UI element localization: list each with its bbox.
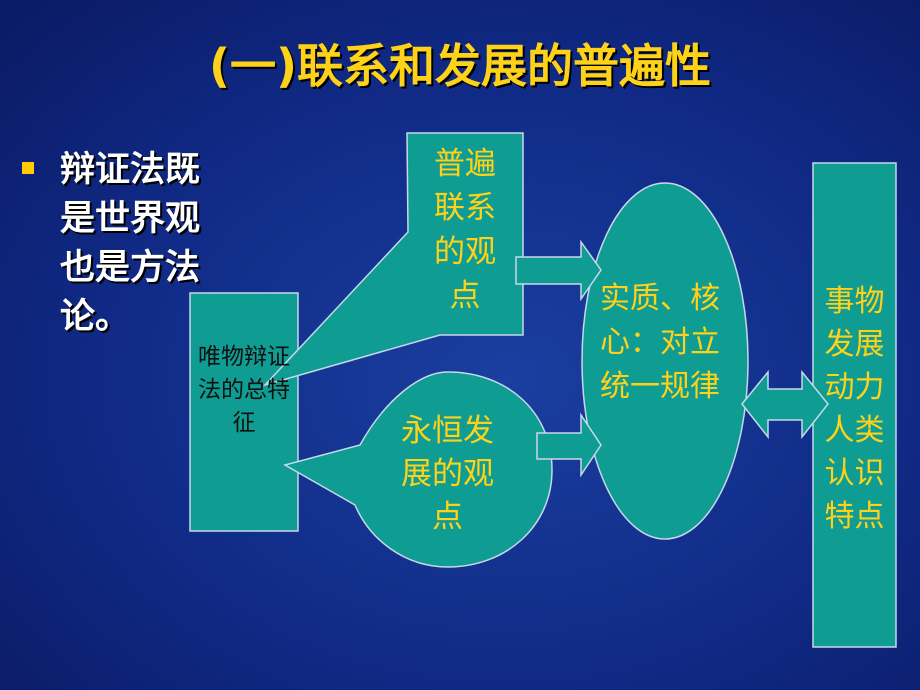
- slide-title: (一)联系和发展的普遍性: [208, 39, 712, 93]
- eternal-oval: [283, 371, 553, 568]
- bullet-text: 辩证法既是世界观也是方法论。: [60, 150, 201, 337]
- universal-box: [262, 132, 524, 387]
- eternal-oval-label: 永恒发展的观点: [401, 413, 494, 535]
- arrow-universal-to-essence: [515, 239, 602, 302]
- double-arrow-essence-right: [741, 369, 829, 440]
- universal-box-label: 普遍联系的观点: [434, 146, 496, 314]
- arrow-eternal-to-essence: [536, 412, 602, 478]
- right-box-label: 事物发展动力人类认识特点: [824, 284, 885, 534]
- essence-oval: [581, 182, 749, 540]
- core-box-label: 唯物辩证法的总特征: [198, 344, 290, 436]
- core-box: [189, 292, 299, 532]
- bullet-square-icon: [22, 162, 34, 174]
- essence-oval-label: 实质、核心：对立统一规律: [600, 281, 720, 404]
